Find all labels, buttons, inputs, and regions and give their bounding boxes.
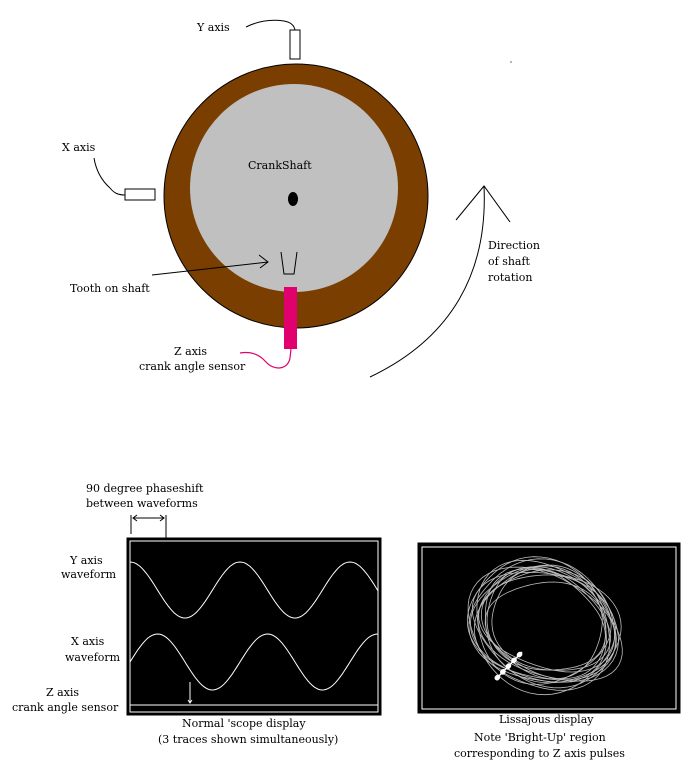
direction-label-1: Direction [488, 239, 540, 252]
lissajous-inner-border [421, 546, 677, 710]
crankshaft-face [190, 84, 398, 292]
lissajous-trace [466, 556, 623, 696]
z-waveform-label-1: Z axis [46, 686, 79, 699]
x-waveform-label-1: X axis [71, 635, 105, 648]
y-axis-sensor [289, 29, 301, 60]
lissajous-loop [466, 556, 616, 681]
z-axis-wire [239, 348, 292, 369]
lissajous-loop [471, 571, 622, 689]
lissajous-loop [480, 574, 603, 680]
bright-up-line [496, 651, 523, 679]
y-waveform-label-2: waveform [61, 568, 117, 581]
tooth-label: Tooth on shaft [70, 282, 150, 295]
direction-label-3: rotation [488, 271, 533, 284]
z-axis-label-2: crank angle sensor [139, 360, 246, 373]
scope-caption-2: (3 traces shown simultaneously) [158, 733, 338, 746]
z-axis-sensor [284, 287, 297, 349]
z-axis-pulse [187, 682, 193, 704]
tooth-on-shaft [280, 251, 298, 275]
scope-caption-1: Normal 'scope display [182, 717, 306, 730]
tooth-pointer-arrow [151, 254, 269, 276]
lissajous-loop [484, 581, 607, 680]
x-axis-wire [93, 157, 126, 196]
crankshaft-label: CrankShaft [248, 159, 312, 172]
lissajous-caption-2: Note 'Bright-Up' region [474, 731, 606, 744]
phaseshift-label-1: 90 degree phaseshift [86, 482, 204, 495]
direction-label-2: of shaft [488, 255, 531, 268]
x-axis-label: X axis [62, 141, 96, 154]
y-axis-label: Y axis [196, 21, 230, 34]
lissajous-caption-3: corresponding to Z axis pulses [454, 747, 625, 760]
lissajous-loop [491, 568, 611, 671]
lissajous-loop [467, 566, 616, 696]
stray-dot [510, 61, 512, 63]
x-axis-trace [129, 633, 379, 691]
y-axis-trace [129, 561, 379, 619]
y-waveform-label-1: Y axis [69, 554, 103, 567]
z-axis-label-1: Z axis [174, 345, 207, 358]
lissajous-caption-1: Lissajous display [499, 713, 594, 726]
phaseshift-label-2: between waveforms [86, 497, 198, 510]
x-waveform-label-2: waveform [65, 651, 121, 664]
rotation-arrow [369, 185, 511, 378]
z-waveform-label-2: crank angle sensor [12, 701, 119, 714]
y-axis-wire [245, 19, 296, 31]
x-axis-sensor [124, 188, 156, 201]
lissajous-loop [468, 558, 619, 683]
shaft-centre-dot [288, 192, 298, 206]
scope-inner-border [129, 540, 379, 713]
lissajous-loop [478, 569, 615, 673]
